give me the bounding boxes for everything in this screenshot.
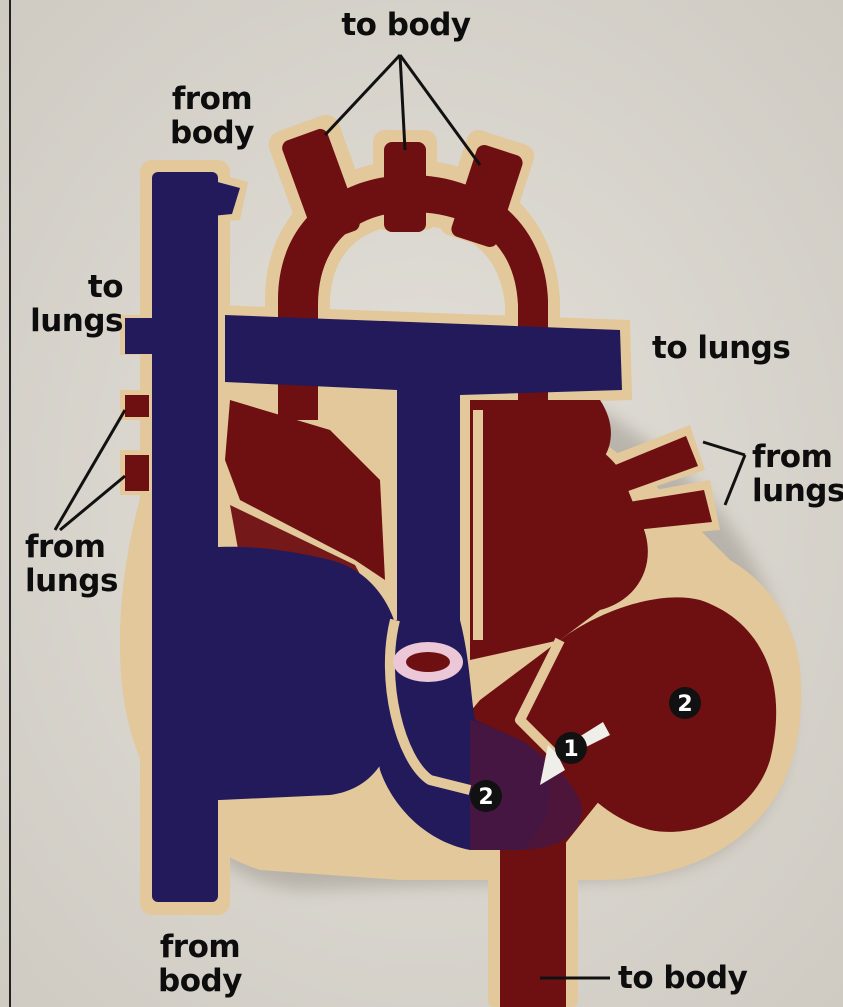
marker-2-right-label: 2 (677, 692, 692, 717)
label-from-lungs-left: from lungs (25, 530, 118, 598)
marker-2-left: 2 (470, 780, 502, 812)
marker-1: 1 (555, 732, 587, 764)
marker-2-right: 2 (669, 687, 701, 719)
label-to-lungs-left: to lungs (25, 270, 123, 338)
label-from-lungs-right: from lungs (752, 440, 843, 508)
marker-2-left-label: 2 (478, 785, 493, 810)
label-from-body-bottom: from body (150, 930, 250, 998)
label-to-body-top: to body (336, 8, 476, 42)
label-to-body-bottom: to body (618, 961, 747, 995)
marker-1-label: 1 (563, 737, 578, 762)
label-to-lungs-right: to lungs (652, 331, 790, 365)
label-from-body-top: from body (160, 82, 264, 150)
